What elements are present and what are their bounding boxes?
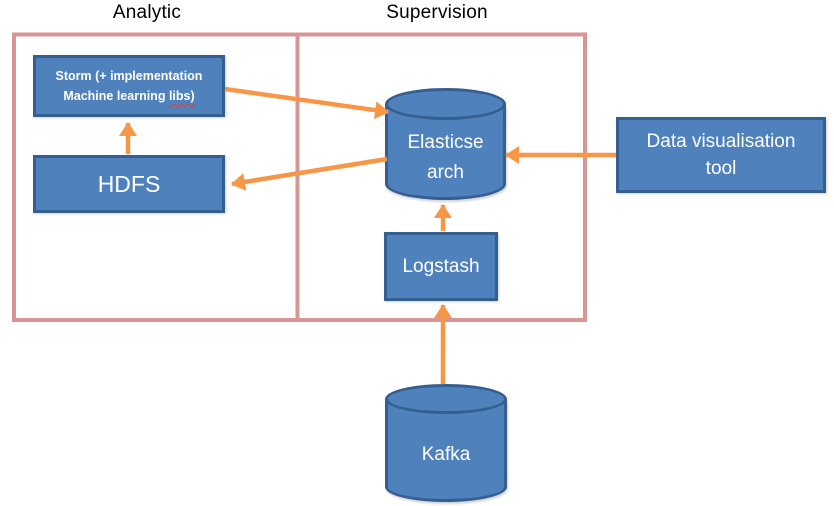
kafka-label: Kafka (421, 444, 471, 465)
node-hdfs: HDFS (33, 155, 225, 213)
node-logstash: Logstash (384, 232, 498, 301)
kafka-cylinder-body: Kafka (385, 399, 507, 502)
datavis-label-line1: Data visualisation (646, 131, 796, 152)
datavis-label-line2: tool (705, 158, 737, 179)
elasticsearch-label-line2: arch (427, 161, 464, 183)
storm-label-line1: Storm (+ implementation (55, 69, 203, 83)
node-kafka: Kafka (385, 384, 507, 502)
elasticsearch-cylinder-top (385, 88, 506, 120)
node-data-visualisation-tool: Data visualisation tool (616, 117, 826, 193)
hdfs-label: HDFS (97, 170, 161, 197)
arrow-elasticsearch-to-hdfs (231, 156, 388, 191)
node-storm: Storm (+ implementation Machine learning… (33, 55, 225, 117)
arrow-storm-to-elasticsearch (224, 86, 389, 120)
elasticsearch-label-line1: Elasticse (407, 131, 484, 153)
kafka-cylinder-top (385, 384, 507, 414)
data-visualisation-tool-label: Data visualisation tool (647, 128, 796, 182)
node-elasticsearch: Elasticse arch (385, 88, 506, 200)
elasticsearch-label: Elasticse arch (407, 128, 483, 188)
logstash-label: Logstash (402, 255, 480, 277)
node-storm-label: Storm (+ implementation Machine learning… (56, 66, 203, 106)
storm-label-misspelled-word: libs) (168, 89, 195, 103)
storm-label-line2: Machine learning (63, 89, 166, 103)
region-label-analytic: Analytic (112, 2, 182, 23)
region-label-supervision: Supervision (386, 2, 488, 23)
